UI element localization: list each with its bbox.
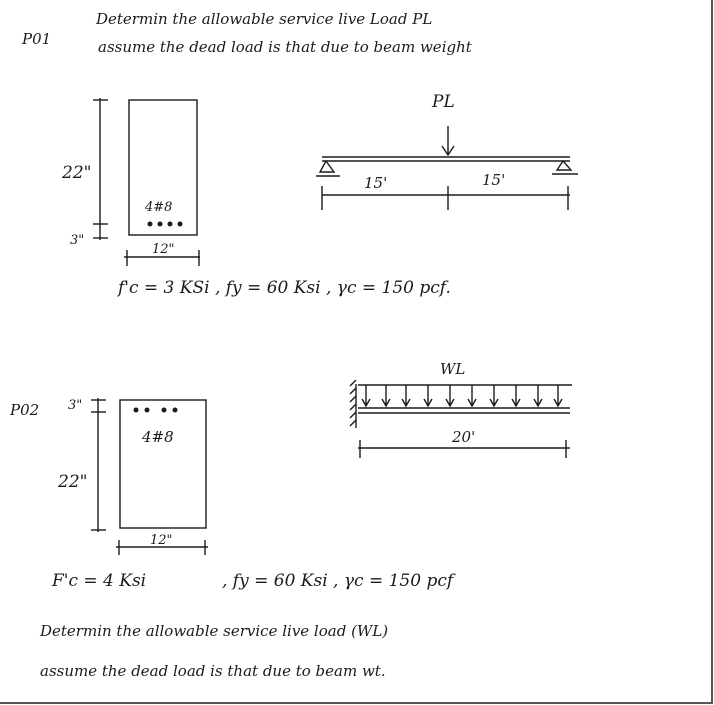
p2-cover-label: 3" [68, 398, 83, 413]
problem-2-label: P02 [10, 401, 40, 419]
p2-rebar-dots [133, 407, 178, 413]
problem-1-statement-line-1: Determin the allowable service live Load… [96, 10, 433, 28]
p2-width-label: 12" [150, 533, 173, 548]
p1-height-dimension [93, 98, 108, 240]
p2-distributed-load-arrows [361, 385, 563, 408]
p2-height-dimension [91, 398, 106, 532]
p2-bars-label: 4#8 [142, 428, 174, 446]
p1-load-label: PL [432, 92, 455, 112]
p1-height-label: 22" [62, 163, 92, 183]
problem-2-statement-line-2: assume the dead load is that due to beam… [40, 662, 386, 680]
p1-rebar-dots [147, 221, 183, 227]
p2-cantilever-beam [349, 379, 572, 458]
p2-span-label: 20' [452, 428, 476, 446]
problem-2-statement-line-1: Determin the allowable service live load… [40, 622, 389, 640]
p1-left-span-label: 15' [364, 174, 388, 192]
p2-load-label: WL [440, 360, 466, 378]
p1-width-label: 12" [152, 242, 175, 257]
p2-section-outline [119, 399, 207, 529]
p2-other-properties: , fy = 60 Ksi , γc = 150 pcf [222, 571, 454, 591]
p2-fc-property: F'c = 4 Ksi [52, 571, 147, 591]
p1-section-outline [128, 99, 198, 236]
p1-bars-label: 4#8 [145, 200, 173, 215]
problem-1-label: P01 [22, 30, 52, 48]
p1-cover-label: 3" [70, 233, 85, 248]
problem-1-statement-line-2: assume the dead load is that due to beam… [98, 38, 472, 56]
p2-width-dimension [116, 540, 208, 555]
p1-simply-supported-beam [316, 126, 578, 210]
p1-right-span-label: 15' [482, 171, 506, 189]
p1-width-dimension [124, 250, 200, 266]
p2-height-label: 22" [58, 472, 88, 492]
p1-material-properties: f'c = 3 KSi , fy = 60 Ksi , γc = 150 pcf… [118, 278, 451, 298]
